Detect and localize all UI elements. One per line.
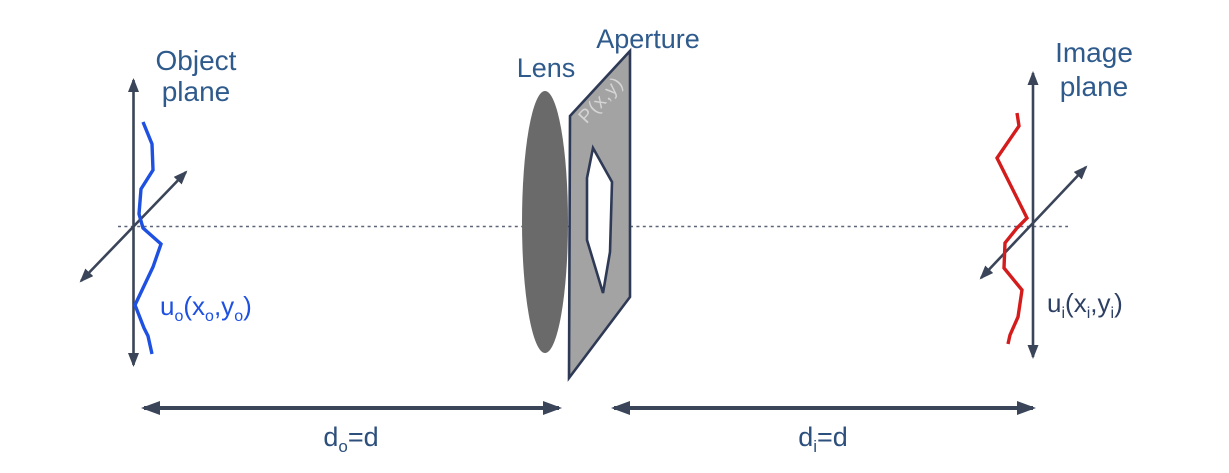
image-field-seg2: (x: [1065, 288, 1087, 318]
image-distance-base: d: [798, 422, 813, 452]
image-field-seg4: ): [1114, 288, 1123, 318]
object-wavefront-curve: [133, 121, 163, 355]
image-distance-rest: =d: [817, 422, 848, 452]
image-wavefront-curve: [995, 112, 1030, 345]
object-field-subscript-1: o: [174, 308, 183, 325]
aperture-opening: [585, 144, 614, 294]
object-plane-oblique-axis: [79, 170, 188, 283]
object-field-subscript-2: o: [205, 308, 214, 325]
image-field-label: ui(xi,yi): [1047, 288, 1123, 322]
object-field-subscript-3: o: [234, 308, 243, 325]
lens-label: Lens: [517, 53, 576, 83]
image-field-subscript-2: i: [1087, 305, 1091, 322]
lens-ellipse: [522, 91, 568, 353]
image-plane-title-line2: plane: [1060, 71, 1129, 102]
object-field-base: u: [160, 291, 174, 321]
object-field-label: uo(xo,yo): [160, 291, 252, 325]
object-distance-base: d: [323, 422, 338, 452]
image-field-seg3: ,y: [1090, 288, 1110, 318]
image-plane-oblique-axis: [979, 165, 1088, 280]
image-distance-label: di=d: [798, 422, 848, 456]
object-field-seg2: (x: [183, 291, 205, 321]
object-distance-rest: =d: [348, 422, 379, 452]
image-field-subscript-3: i: [1111, 305, 1115, 322]
image-field-subscript-1: i: [1061, 305, 1065, 322]
object-plane-title-line2: plane: [162, 76, 231, 107]
aperture-label: Aperture: [596, 24, 700, 54]
object-field-seg4: ): [243, 291, 252, 321]
image-field-base: u: [1047, 288, 1061, 318]
object-field-seg3: ,y: [214, 291, 234, 321]
object-distance-label: do=d: [323, 422, 378, 456]
object-distance-subscript: o: [338, 437, 347, 456]
object-plane-title-line1: Object: [156, 45, 237, 76]
image-distance-subscript: i: [813, 437, 817, 456]
image-plane-title-line1: Image: [1055, 37, 1133, 68]
